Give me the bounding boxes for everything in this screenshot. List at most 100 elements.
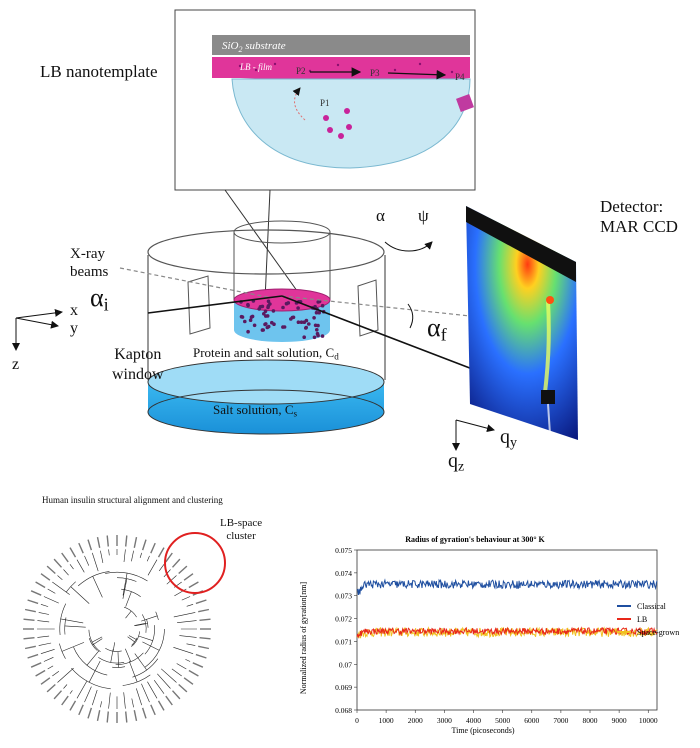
tree-leaf-label-mark <box>183 677 194 685</box>
solution-protein-dot <box>286 301 291 305</box>
tree-leaf-branch <box>185 659 191 662</box>
tree-internal-branch <box>134 653 147 671</box>
solution-protein-dot <box>246 302 250 307</box>
tree-internal-branch <box>125 610 132 619</box>
solution-protein-dot <box>320 334 325 338</box>
tree-internal-branch <box>86 650 100 666</box>
xray-beams-label: X-ray beams <box>70 245 108 281</box>
svg-text:SiO2 substrate: SiO2 substrate <box>222 40 286 54</box>
tree-leaf-branch <box>76 680 88 699</box>
tree-leaf-branch <box>141 683 150 703</box>
tree-internal-arc <box>98 657 125 664</box>
chart-xlabel: Time (picoseconds) <box>451 726 514 735</box>
x-tick-label: 0 <box>355 716 359 725</box>
solution-protein-dot <box>271 309 276 313</box>
series-line-classical <box>356 578 658 595</box>
tree-leaf-branch <box>166 575 177 585</box>
tree-leaf-label-mark <box>171 690 181 700</box>
tree-internal-branch <box>128 660 138 683</box>
tree-leaf-branch <box>37 635 50 638</box>
tree-leaf-label-mark <box>199 618 211 621</box>
solution-protein-dot <box>304 325 309 330</box>
tree-leaf-branch <box>123 549 126 563</box>
tree-leaf-label-mark <box>24 645 36 650</box>
tree-leaf-label-mark <box>192 662 204 668</box>
salt-solution-label: Salt solution, Cs <box>213 402 297 418</box>
tree-leaf-branch <box>69 690 73 694</box>
series-line-lb <box>356 626 658 639</box>
tree-leaf-label-mark <box>165 552 173 563</box>
tree-leaf-branch <box>186 604 194 607</box>
tree-leaf-label-mark <box>125 711 128 723</box>
kapton-label-line2: window <box>112 366 164 383</box>
solution-protein-dot <box>312 316 316 320</box>
tree-leaf-branch <box>63 684 68 689</box>
protein-solution-label: Protein and salt solution, Cd <box>193 345 339 361</box>
tree-leaf-label-mark <box>125 535 128 547</box>
tree-leaf-branch <box>158 564 165 572</box>
detector-label-line2: MAR CCD <box>600 217 678 236</box>
solution-protein-dot <box>320 303 325 308</box>
tree-leaf-branch <box>52 670 60 677</box>
tree-internal-branch <box>92 576 103 598</box>
detector-label-line1: Detector: <box>600 197 664 216</box>
tree-leaf-branch <box>47 588 56 594</box>
tree-internal-branch <box>117 652 119 668</box>
y-tick-label: 0.068 <box>335 706 352 715</box>
substrate-rest: substrate <box>243 40 286 52</box>
tree-leaf-branch <box>38 642 52 646</box>
tree-leaf-label-mark <box>106 711 109 723</box>
tree-leaf-label-mark <box>188 581 199 589</box>
cluster-label-line2: cluster <box>226 530 256 542</box>
q-axes <box>452 419 495 451</box>
alpha-i-symbol: α <box>90 283 104 312</box>
tree-leaf-branch <box>40 604 49 607</box>
tree-leaf-branch <box>160 668 177 683</box>
tree-leaf-label-mark <box>157 547 165 558</box>
lb-space-cluster-label: LB-space cluster <box>220 517 262 543</box>
solution-protein-dot <box>252 323 257 328</box>
psi-rotation-label: ψ <box>418 206 429 225</box>
tree-internal-branch <box>138 635 153 641</box>
x-tick-label: 10000 <box>639 716 658 725</box>
tree-leaf-label-mark <box>35 669 46 677</box>
tree-internal-branch <box>134 623 146 626</box>
p3-to-p4-arrow <box>387 69 447 80</box>
x-tick-label: 8000 <box>583 716 598 725</box>
tree-internal-branch <box>60 618 84 624</box>
tree-leaf-branch <box>63 569 69 576</box>
y-tick-label: 0.072 <box>335 615 352 624</box>
axis-y-label: y <box>70 320 78 337</box>
substrate-label: SiO <box>222 40 239 52</box>
tree-leaf-branch <box>153 680 165 694</box>
tree-leaf-label-mark <box>106 535 109 547</box>
x-tick-label: 3000 <box>437 716 452 725</box>
tree-internal-arc <box>116 577 137 582</box>
kapton-window-left <box>187 275 211 335</box>
tree-leaf-label-mark <box>30 590 42 596</box>
xray-label-line2: beams <box>70 264 109 280</box>
tree-leaf-label-mark <box>171 558 181 568</box>
tree-leaf-branch <box>100 550 104 563</box>
tree-internal-branch <box>127 636 135 643</box>
tree-internal-branch <box>122 573 128 596</box>
solution-protein-dot <box>240 315 245 319</box>
qz-sub: z <box>458 459 465 475</box>
alpha-i-sub: i <box>103 294 109 315</box>
tree-leaf-branch <box>57 575 63 581</box>
cluster-label-line1: LB-space <box>220 517 263 529</box>
tree-leaf-label-mark <box>87 707 93 719</box>
experiment-schematic: SiO2 substrate LB - film P1 P2 P3 P4 <box>12 9 578 451</box>
tree-leaf-branch <box>40 649 55 654</box>
solution-protein-dot <box>246 329 250 334</box>
tree-leaf-label-mark <box>96 536 101 548</box>
tree-leaf-branch <box>92 552 99 572</box>
kapton-label-line1: Kapton <box>114 346 162 363</box>
tree-internal-arc <box>124 606 137 618</box>
beam-stop <box>541 390 555 404</box>
tree-leaf-label-mark <box>69 547 77 558</box>
tree-leaf-branch <box>52 581 70 595</box>
tree-leaf-branch <box>186 643 196 646</box>
substrate-layer <box>212 35 470 55</box>
solution-protein-dot <box>248 318 253 323</box>
